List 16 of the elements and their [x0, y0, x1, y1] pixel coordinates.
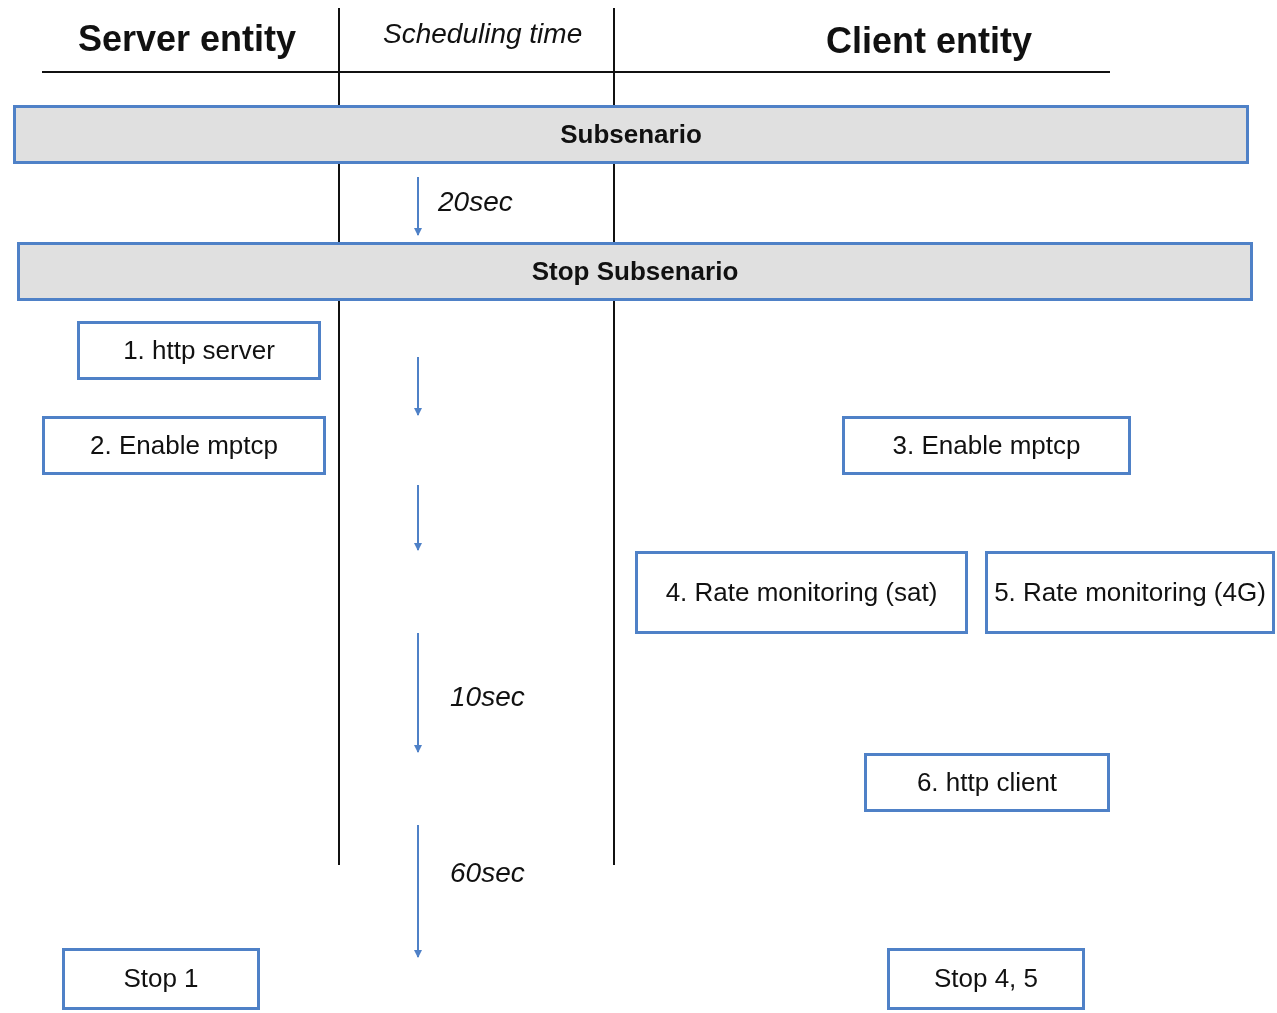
- phase-band: Stop Subsenario: [17, 242, 1253, 301]
- duration-label: 10sec: [450, 681, 525, 713]
- duration-label: 20sec: [438, 186, 513, 218]
- lane-heading: Server entity: [78, 18, 297, 60]
- lane-heading: Scheduling time: [383, 18, 583, 50]
- lane-heading: Client entity: [826, 20, 1032, 62]
- step-box: Stop 4, 5: [887, 948, 1085, 1010]
- step-box: Stop 1: [62, 948, 260, 1010]
- phase-band: Subsenario: [13, 105, 1249, 164]
- step-box: 3. Enable mptcp: [842, 416, 1131, 475]
- step-box: 1. http server: [77, 321, 321, 380]
- step-box: 2. Enable mptcp: [42, 416, 326, 475]
- step-box: 4. Rate monitoring (sat): [635, 551, 968, 634]
- step-box: 6. http client: [864, 753, 1110, 812]
- duration-label: 60sec: [450, 857, 525, 889]
- step-box: 5. Rate monitoring (4G): [985, 551, 1275, 634]
